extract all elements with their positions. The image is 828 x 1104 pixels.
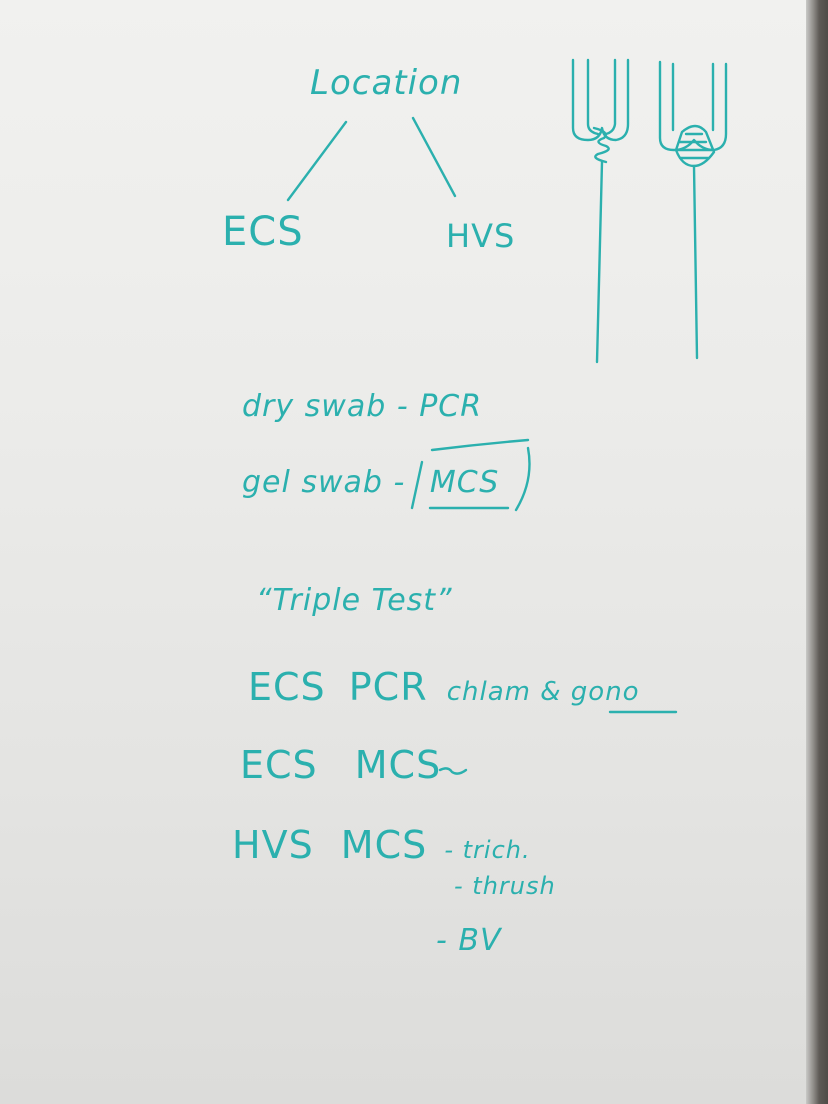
- branch-line-right: [411, 116, 457, 198]
- swab-sketch-right: [658, 60, 728, 360]
- swab-type-gel: gel swab: [242, 465, 383, 500]
- tree-branch-hvs: HVS: [446, 217, 516, 255]
- swab-type-dry: dry swab: [242, 389, 387, 424]
- swab-sketch-left: [571, 58, 630, 364]
- swab-row-2: gel swab - MCS: [242, 465, 500, 500]
- row-3-detail: - trich.: [444, 836, 531, 864]
- mcs-highlight-box: [410, 438, 531, 512]
- row-1-detail: chlam & gono: [446, 677, 640, 707]
- tree-branch-ecs: ECS: [222, 209, 304, 255]
- whiteboard-frame-edge: [806, 0, 828, 1104]
- triple-test-row-2: ECS MCS: [240, 746, 441, 784]
- row-1-test: PCR: [348, 665, 428, 709]
- triple-test-title: “Triple Test”: [256, 583, 453, 618]
- swab-row-1: dry swab - PCR: [242, 389, 483, 424]
- mcs-squiggle: [438, 767, 468, 775]
- row-2-site: ECS: [240, 743, 318, 787]
- row-3-site: HVS: [232, 823, 314, 867]
- triple-test-row-1: ECS PCR chlam & gono: [248, 668, 640, 706]
- swab-test-pcr: PCR: [419, 389, 483, 424]
- triple-test-row-3: HVS MCS - trich.: [232, 826, 531, 864]
- tree-root-label: Location: [310, 63, 463, 103]
- branch-line-left: [286, 120, 348, 202]
- hvs-extra-bv: - BV: [436, 923, 502, 958]
- row-1-site: ECS: [248, 665, 326, 709]
- row-3-test: MCS: [340, 823, 428, 867]
- swab-test-mcs: MCS: [429, 465, 500, 500]
- row-2-test: MCS: [354, 743, 442, 787]
- hvs-extra-thrush: - thrush: [454, 872, 556, 900]
